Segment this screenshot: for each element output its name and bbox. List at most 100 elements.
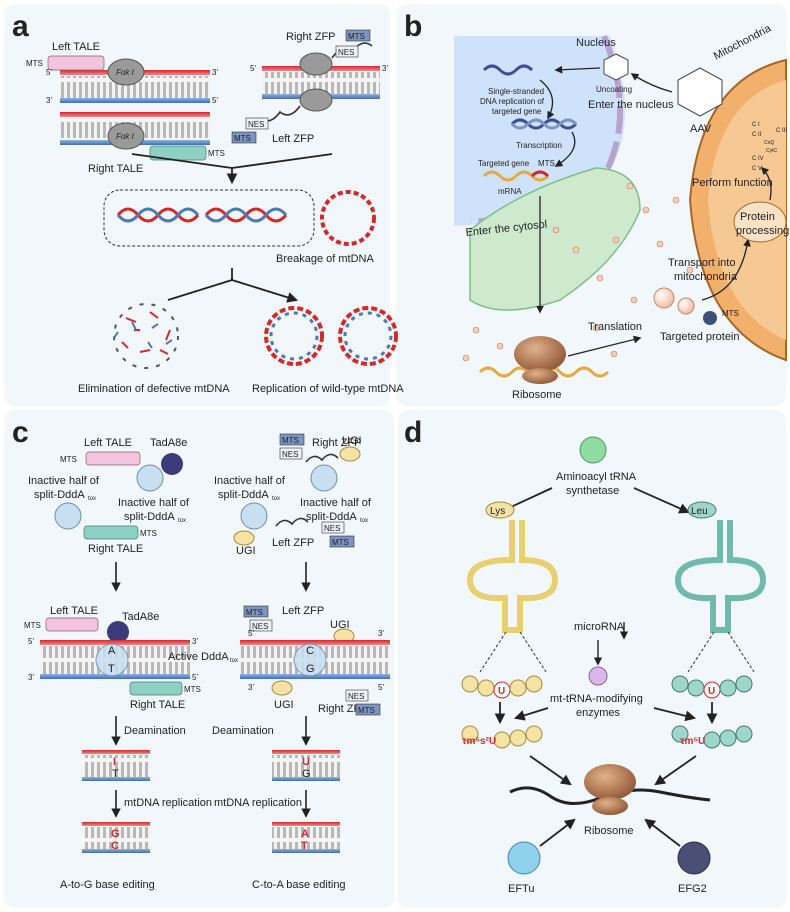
- c-asm-active-ddda-right: [293, 643, 327, 677]
- left-zfp-mts: MTS: [234, 134, 251, 143]
- leu-amino-acid: [687, 501, 717, 519]
- d-leu-zoom-lines: [687, 631, 755, 673]
- a-left-3prime-b: 3': [46, 96, 52, 105]
- c-lzfp-fingers: [275, 517, 309, 527]
- a-left-3prime: 3': [212, 68, 218, 77]
- c-ddda-half-left: [54, 502, 82, 530]
- c-tox-right: tox: [178, 518, 186, 524]
- protein-mts-label: MTS: [722, 309, 739, 318]
- left-zfp-nes-box: [245, 117, 269, 130]
- tale-fok-complex: Fok I Fok I Left TALE MTS Right TALE MTS…: [26, 41, 225, 175]
- a-merge-lines: [131, 153, 333, 182]
- arrow-function: [760, 166, 772, 201]
- zfp-fok-complex: MTS NES NES MTS Right ZFP Left ZFP 5' 3': [231, 29, 388, 145]
- trna-lys: [466, 520, 559, 633]
- c-rzfp-fingers: [305, 453, 339, 463]
- lys-tm5s2u: τm⁵s²U: [462, 736, 496, 747]
- perform-function-label: Perform function: [692, 177, 773, 189]
- c-left-tale-repeats: [85, 451, 141, 466]
- ss-line3: targeted gene: [492, 107, 542, 116]
- enter-nucleus-label: Enter the nucleus: [588, 99, 674, 111]
- d-arrow-efg2: [644, 818, 681, 847]
- protein-mts-bead: [703, 311, 717, 325]
- eftu-circle: [507, 841, 541, 875]
- c-asm-tada8e-label: TadA8e: [122, 611, 159, 623]
- processing-label: processing: [736, 225, 789, 237]
- aav-capsid: [677, 67, 723, 117]
- mtdna-circle: [320, 190, 376, 246]
- c-asm-rzfp-nes-box: [249, 619, 273, 632]
- protein-bead-2: [677, 297, 695, 315]
- panel-d-letter: d: [404, 416, 422, 449]
- panel-a: a Fok I Fok I Left TALE MTS Right TALE M…: [12, 10, 404, 395]
- a-split-lines: [167, 268, 296, 300]
- d-arrow-enz-right: [653, 707, 697, 722]
- wildtype-mtdna-circles: [264, 306, 398, 366]
- b-ribosome-small: [522, 368, 558, 384]
- c-base-c: C: [306, 645, 314, 657]
- ss-dna: [482, 64, 534, 76]
- protein-bead-1: [653, 287, 675, 309]
- c-tada8e-top: [161, 453, 183, 475]
- right-zfp-mts-box: [345, 29, 371, 42]
- c-ugi-left: [233, 530, 255, 546]
- c-split-right: split-DddA: [124, 511, 175, 523]
- d-ribosome-small: [592, 797, 628, 815]
- lys-u-label: U: [498, 686, 505, 697]
- lys-label: Lys: [490, 506, 505, 517]
- c-asm-left-tale-repeats: [45, 617, 99, 632]
- mtdna-breakage-capsule: [103, 189, 315, 247]
- transport-line2: mitochondria: [674, 271, 738, 283]
- c-zfp-inactive-right: Inactive half of: [300, 497, 372, 509]
- right-zfp-nes: NES: [338, 48, 354, 57]
- c-zfp-split-left: split-DddA: [218, 489, 269, 501]
- leu-tm5u: τm⁵U: [680, 736, 705, 747]
- enzyme-circle: [588, 666, 608, 686]
- c-split-left: split-DddA: [34, 489, 85, 501]
- c-asm-rzfp-nes: NES: [252, 622, 268, 631]
- translation-label: Translation: [588, 321, 642, 333]
- c-final-c: C: [111, 840, 119, 852]
- broken-dna-right-blue: [204, 207, 288, 223]
- c-zfp-tox-left: tox: [272, 496, 280, 502]
- right-tale-label: Right TALE: [88, 163, 143, 175]
- c-deam-left: Deamination: [124, 725, 186, 737]
- left-tale-mts: MTS: [26, 59, 43, 68]
- left-tale-label: Left TALE: [52, 41, 100, 53]
- enz-line1: mt-tRNA-modifying: [550, 693, 643, 705]
- uncoating-capsid: [603, 53, 629, 81]
- a-right-5prime: 5': [250, 64, 256, 73]
- c-base-i: I: [113, 756, 116, 768]
- right-tale-mts: MTS: [208, 149, 225, 158]
- ss-line2: DNA replication of: [480, 97, 545, 106]
- etc-ciii: C III: [776, 128, 787, 134]
- breakage-label: Breakage of mtDNA: [276, 253, 374, 265]
- c-asm-ugi-top: UGI: [330, 619, 350, 631]
- arrow-aav-to-nucleus: [630, 73, 673, 93]
- c-lzfp-mts: MTS: [332, 538, 349, 547]
- d-arrow-to-leu: [633, 487, 690, 514]
- mrna-label: mRNA: [498, 187, 522, 196]
- c-final-a: A: [301, 828, 309, 840]
- c-l-3b: 3': [28, 673, 34, 682]
- ss-line1: Single-stranded: [488, 87, 544, 96]
- right-zfp-nes-box: [335, 45, 359, 58]
- fok-nuclease-bottom: [107, 122, 145, 150]
- left-zfp-label: Left ZFP: [272, 133, 314, 145]
- c-asm-right-tale: Right TALE: [130, 699, 185, 711]
- c-ugi-left-label: UGI: [236, 545, 256, 557]
- panel-d: d Aminoacyl tRNA synthetase Lys Leu micr…: [404, 416, 767, 895]
- c-r-5: 5': [248, 629, 254, 638]
- c-base-g: G: [306, 663, 315, 675]
- leu-label: Leu: [691, 506, 708, 517]
- mts-label: MTS: [538, 159, 555, 168]
- transport-line1: Transport into: [668, 257, 735, 269]
- c-final-g: G: [111, 828, 120, 840]
- c-rzfp-nes: NES: [282, 450, 298, 459]
- c-base-u: U: [302, 756, 310, 768]
- d-arrow-leu-ribo: [654, 755, 697, 786]
- protein-label: Protein: [740, 211, 775, 223]
- c-rep-right: mtDNA replication: [214, 797, 302, 809]
- c-r-3: 3': [378, 629, 384, 638]
- left-tale-repeats: [47, 55, 105, 71]
